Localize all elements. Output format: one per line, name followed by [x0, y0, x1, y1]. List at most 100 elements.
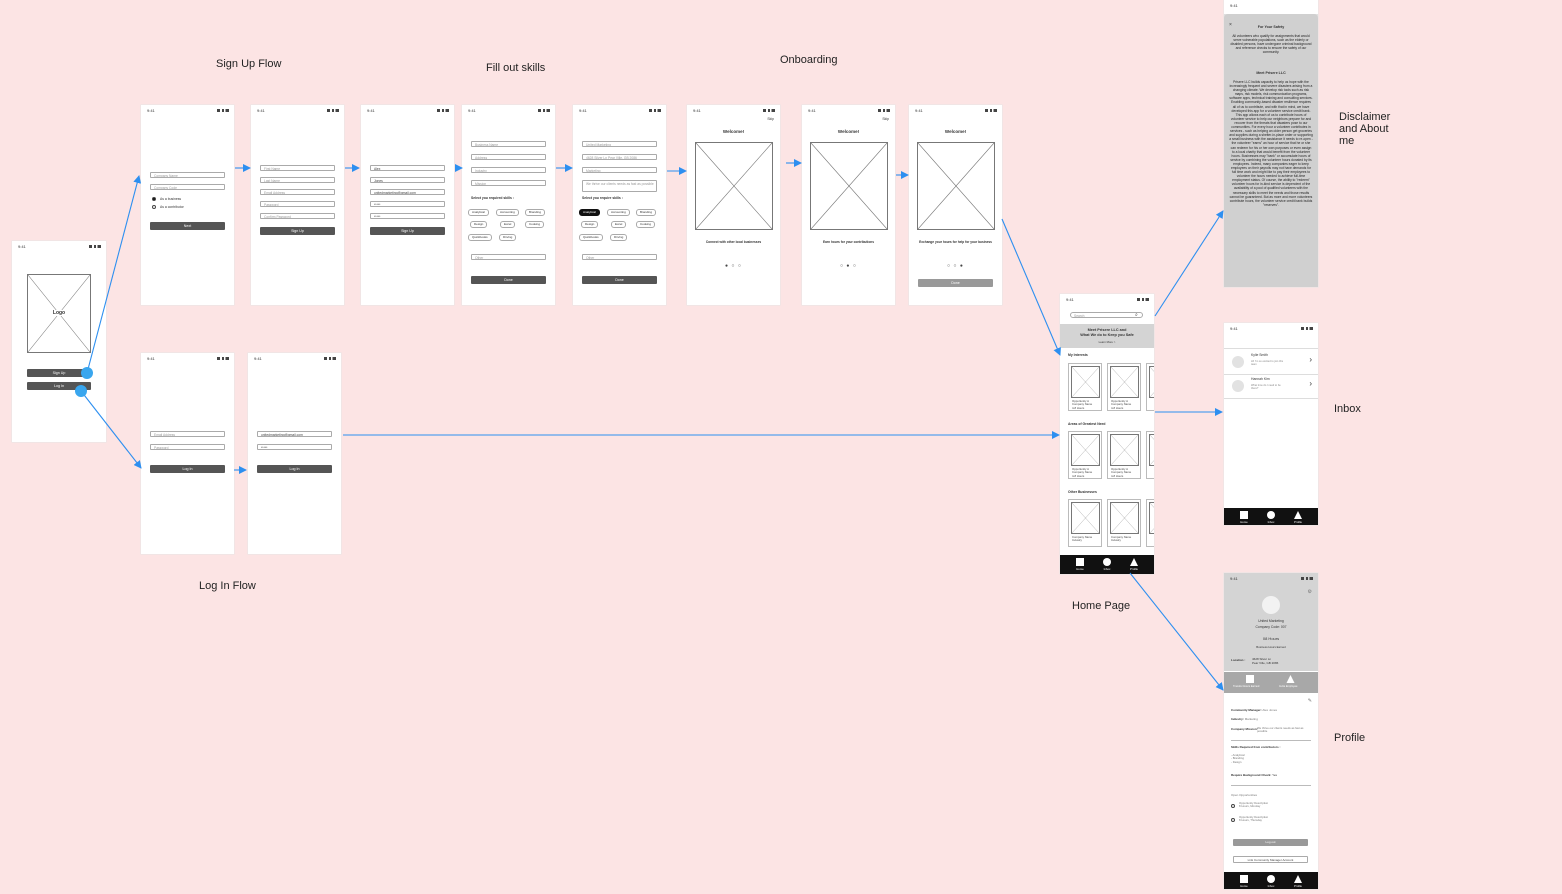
opportunity-checkbox[interactable] [1231, 818, 1235, 822]
profile-tab-label[interactable]: Profile [1294, 884, 1302, 888]
chip-excel[interactable]: Excel [611, 221, 627, 228]
search-input[interactable]: Search [1070, 312, 1143, 318]
email-field[interactable]: Email Address [150, 431, 225, 437]
profile-tab-label[interactable]: Profile [1130, 567, 1138, 571]
home-tab-label[interactable]: Home [1240, 884, 1248, 888]
home-tab-label[interactable]: Home [1240, 520, 1248, 524]
home-tab-icon[interactable] [1076, 558, 1084, 566]
other-skill-field[interactable]: Other [471, 254, 546, 260]
home-tab-icon[interactable] [1240, 511, 1248, 519]
chip-cooking[interactable]: Cooking [636, 221, 656, 228]
last-name-field[interactable]: Jones [370, 177, 445, 183]
opportunity-card[interactable]: Opportunity A Company Name 4-8 Hours [1107, 431, 1141, 479]
settings-gear-icon[interactable]: ⚙ [1307, 589, 1312, 595]
chip-branding[interactable]: Branding [525, 209, 546, 216]
chip-excel[interactable]: Excel [500, 221, 516, 228]
opportunity-card[interactable]: Opportunity A Company Name 4-8 Hours [1068, 363, 1102, 411]
link-account-button[interactable]: Link Community Manager Account [1233, 856, 1308, 863]
mission-field[interactable]: We thrive our clients needs as fast as p… [582, 180, 657, 192]
done-button[interactable]: Done [471, 276, 546, 284]
opportunity-checkbox[interactable] [1231, 804, 1235, 808]
chip-accounting[interactable]: Accounting [607, 209, 630, 216]
profile-tab-icon[interactable] [1294, 875, 1302, 883]
profile-tab-label[interactable]: Profile [1294, 520, 1302, 524]
connector-handle-signup[interactable] [81, 367, 93, 379]
address-field[interactable]: 4628 Silver Ln Pear Ville, GB 2086 [582, 154, 657, 160]
chip-analytical[interactable]: Analytical [579, 209, 600, 216]
chip-accounting[interactable]: Accounting [496, 209, 519, 216]
business-card[interactable]: Company Name Industry [1068, 499, 1102, 547]
inbox-tab-label[interactable]: Inbox [1267, 520, 1275, 524]
business-name-field[interactable]: United Marketing [582, 141, 657, 147]
home-tab-icon[interactable] [1240, 875, 1248, 883]
chip-cooking[interactable]: Cooking [525, 221, 545, 228]
login-button[interactable]: Log In [150, 465, 225, 473]
email-field[interactable]: unitedmarketing@gmail.com [370, 189, 445, 195]
signup-button[interactable]: Sign Up [370, 227, 445, 235]
chip-branding[interactable]: Branding [636, 209, 657, 216]
email-field[interactable]: Email Address [260, 189, 335, 195]
opportunity-card[interactable] [1146, 363, 1154, 411]
password-field[interactable]: ***** [257, 444, 332, 450]
inbox-tab-icon[interactable] [1267, 875, 1275, 883]
chip-quickbooks[interactable]: Quickbooks [579, 234, 603, 241]
last-name-field[interactable]: Last Name [260, 177, 335, 183]
radio-business[interactable] [152, 197, 156, 201]
inbox-tab-label[interactable]: Inbox [1267, 884, 1275, 888]
skip-link[interactable]: Skip [882, 117, 889, 121]
profile-tab-icon[interactable] [1130, 558, 1138, 566]
industry-field[interactable]: Industry [471, 167, 546, 173]
connector-handle-login[interactable] [75, 385, 87, 397]
logout-button[interactable]: Log out [1233, 839, 1308, 846]
password-field[interactable]: Password [260, 201, 335, 207]
password-field[interactable]: ***** [370, 201, 445, 207]
first-name-field[interactable]: Alex [370, 165, 445, 171]
launch-login-button[interactable]: Log In [27, 382, 91, 390]
chip-driving[interactable]: Driving [610, 234, 628, 241]
opportunity-card[interactable]: Opportunity A Company Name 4-8 Hours [1107, 363, 1141, 411]
launch-signup-button[interactable]: Sign Up [27, 369, 91, 377]
inbox-row[interactable]: Hannah Kim What time do I need to be the… [1224, 373, 1318, 399]
confirm-password-field[interactable]: Confirm Password [260, 213, 335, 219]
chip-quickbooks[interactable]: Quickbooks [468, 234, 492, 241]
radio-contributor[interactable] [152, 205, 156, 209]
company-name-field[interactable]: Company Name [150, 172, 225, 178]
next-button[interactable]: Next [150, 222, 225, 230]
profile-tab-icon[interactable] [1294, 511, 1302, 519]
inbox-row[interactable]: Kylie Smith Hi! I'm so excited to join t… [1224, 348, 1318, 375]
industry-field[interactable]: Marketing [582, 167, 657, 173]
transfer-icon[interactable] [1246, 675, 1254, 683]
business-card[interactable]: Company Name Industry [1107, 499, 1141, 547]
onboard-done-button[interactable]: Done [918, 279, 993, 287]
invite-label[interactable]: Invite Employee [1279, 685, 1298, 688]
confirm-password-field[interactable]: ***** [370, 213, 445, 219]
chip-design[interactable]: Design [470, 221, 488, 228]
transfer-label[interactable]: Transfer Hours Earned [1233, 685, 1260, 688]
opportunity-card[interactable] [1146, 431, 1154, 479]
first-name-field[interactable]: First Name [260, 165, 335, 171]
chip-design[interactable]: Design [581, 221, 599, 228]
invite-icon[interactable] [1286, 675, 1295, 683]
login-button[interactable]: Log In [257, 465, 332, 473]
mission-field[interactable]: Mission [471, 180, 546, 186]
close-icon[interactable]: × [1229, 22, 1232, 28]
chip-driving[interactable]: Driving [499, 234, 517, 241]
skip-link[interactable]: Skip [767, 117, 774, 121]
opportunity-card[interactable]: Opportunity A Company Name 4-8 Hours [1068, 431, 1102, 479]
other-skill-field[interactable]: Other [582, 254, 657, 260]
business-card[interactable] [1146, 499, 1154, 547]
company-code-field[interactable]: Company Code [150, 184, 225, 190]
edit-icon[interactable]: ✎ [1307, 698, 1312, 704]
inbox-tab-icon[interactable] [1267, 511, 1275, 519]
banner[interactable] [1060, 324, 1154, 348]
inbox-tab-icon[interactable] [1103, 558, 1111, 566]
password-field[interactable]: Password [150, 444, 225, 450]
business-name-field[interactable]: Business Name [471, 141, 546, 147]
signup-button[interactable]: Sign Up [260, 227, 335, 235]
email-field[interactable]: unitedmarketing@gmail.com [257, 431, 332, 437]
chip-analytical[interactable]: Analytical [468, 209, 489, 216]
inbox-tab-label[interactable]: Inbox [1103, 567, 1111, 571]
banner-learn-more[interactable]: Learn More > [1098, 340, 1116, 344]
home-tab-label[interactable]: Home [1076, 567, 1084, 571]
address-field[interactable]: Address [471, 154, 546, 160]
